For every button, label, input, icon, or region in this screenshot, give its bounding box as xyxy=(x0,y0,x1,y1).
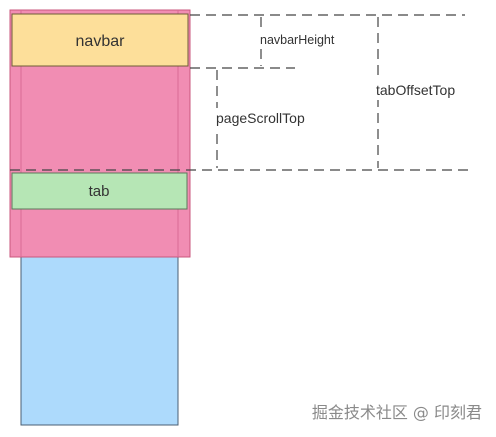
scroll-content-block xyxy=(20,254,179,426)
navbar-label: navbar xyxy=(76,33,126,50)
tab-offset-top-label: tabOffsetTop xyxy=(376,82,455,98)
navbar-height-label: navbarHeight xyxy=(260,33,335,47)
tab-label: tab xyxy=(89,183,110,200)
navbar-height-label-backdrop xyxy=(256,30,340,48)
tab-offset-top-label-backdrop xyxy=(374,80,468,100)
page-scroll-top-label: pageScrollTop xyxy=(216,110,305,126)
navbar-block xyxy=(11,13,189,67)
watermark-text: 掘金技术社区 @ 印刻君 xyxy=(312,403,482,422)
tab-block xyxy=(11,172,188,210)
page-scroll-top-label-backdrop xyxy=(213,108,311,128)
